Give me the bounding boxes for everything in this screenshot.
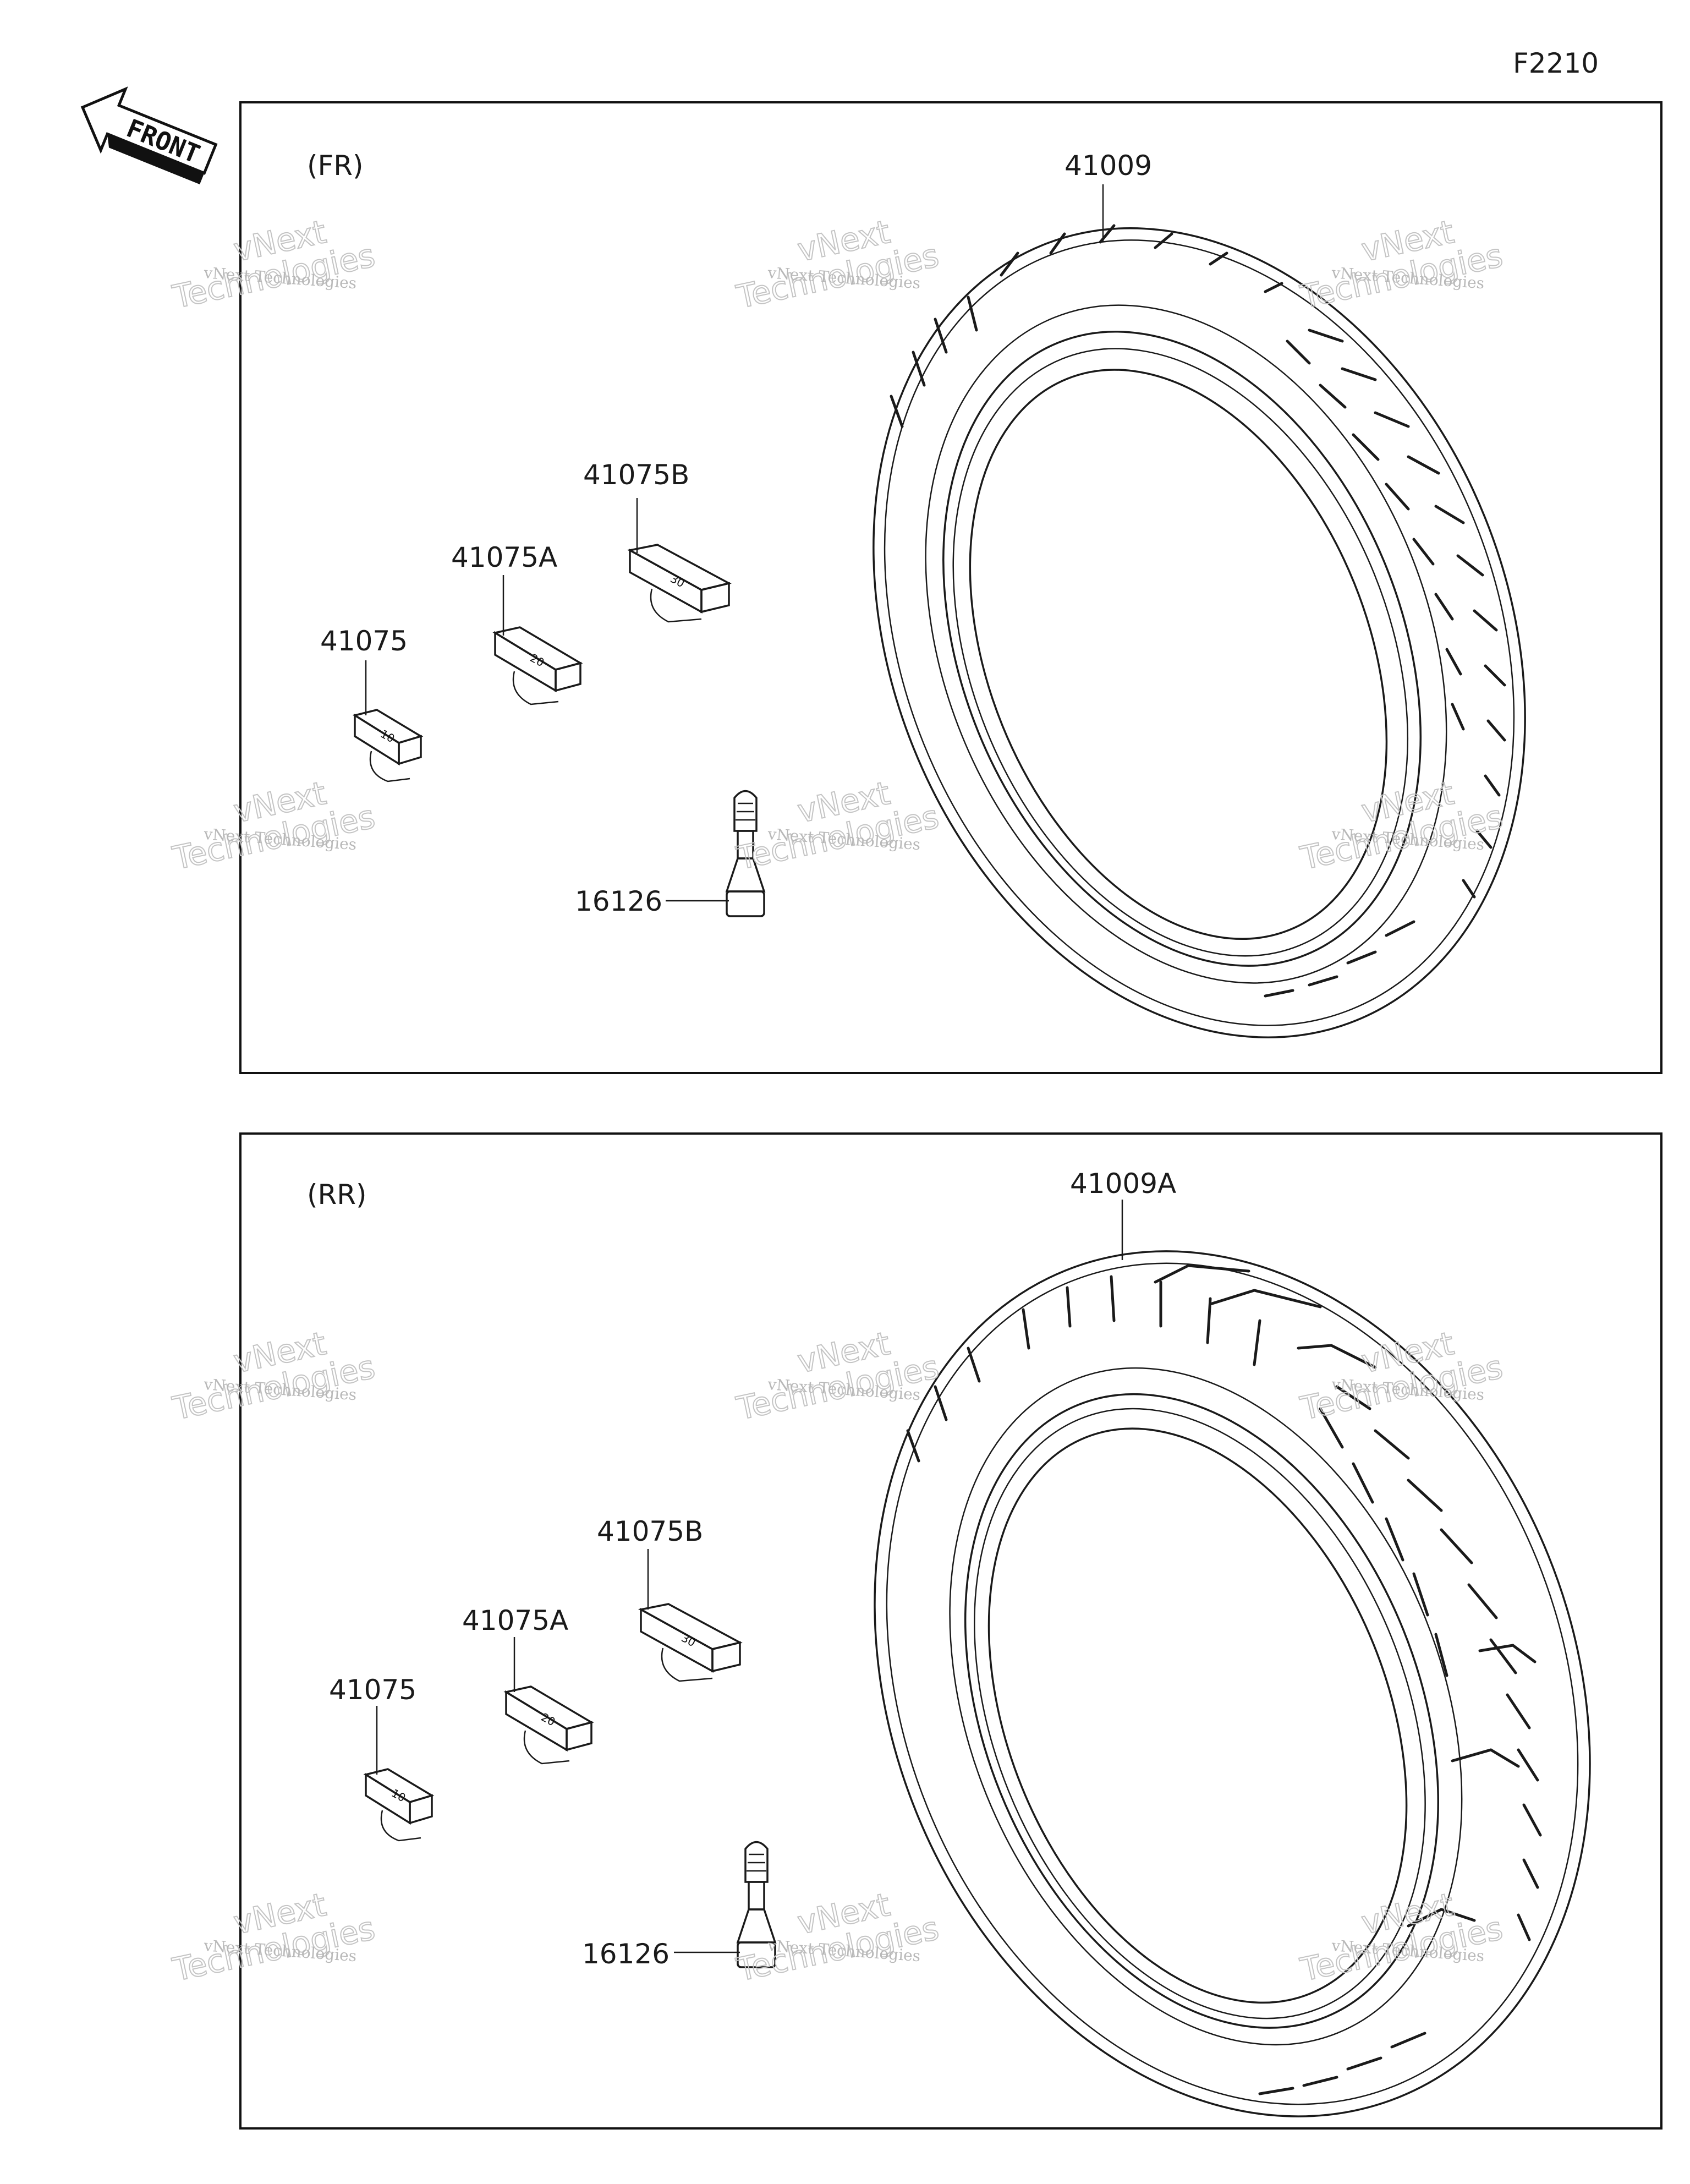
part-number-weight-b-front: 41075B <box>583 459 689 491</box>
panel-front: (FR) 41009 41075B <box>239 101 1662 1074</box>
rear-tire-drawing <box>874 1200 1591 2117</box>
weight-mark: 10 <box>378 727 397 745</box>
part-number-weight-b-rear: 41075B <box>597 1515 703 1547</box>
part-number-tire-rear: 41009A <box>1070 1168 1176 1200</box>
weight-mark: 30 <box>679 1631 698 1649</box>
panel-front-frame <box>239 101 1662 1074</box>
balance-weight-30-icon: 30 <box>627 544 732 623</box>
part-number-valve-front: 16126 <box>575 885 662 917</box>
part-number-weight-a-front: 41075A <box>451 541 557 573</box>
balance-weight-10-icon: 10 <box>352 709 424 782</box>
panel-rear: (RR) 41009A 4 <box>239 1132 1662 2130</box>
balance-weight-10-icon: 10 <box>363 1768 435 1842</box>
tire-valve-icon <box>736 1841 777 1968</box>
balance-weight-20-icon: 20 <box>503 1685 594 1765</box>
part-number-weight-rear: 41075 <box>329 1674 416 1706</box>
part-number-valve-rear: 16126 <box>582 1938 670 1970</box>
part-number-tire-front: 41009 <box>1065 150 1152 182</box>
panel-rear-frame <box>239 1132 1662 2130</box>
balance-weight-30-icon: 30 <box>638 1603 743 1682</box>
balance-weight-20-icon: 20 <box>492 626 583 705</box>
section-label-rear: (RR) <box>307 1179 367 1211</box>
weight-mark: 10 <box>389 1786 408 1804</box>
diagram-code: F2210 <box>1513 47 1599 79</box>
weight-mark: 30 <box>668 572 687 590</box>
front-arrow-icon: FRONT <box>80 86 218 185</box>
tire-valve-icon <box>725 790 766 917</box>
part-number-weight-a-rear: 41075A <box>462 1605 568 1636</box>
section-label-front: (FR) <box>307 150 364 182</box>
part-number-weight-front: 41075 <box>320 625 408 657</box>
front-tire-drawing <box>873 184 1526 1038</box>
